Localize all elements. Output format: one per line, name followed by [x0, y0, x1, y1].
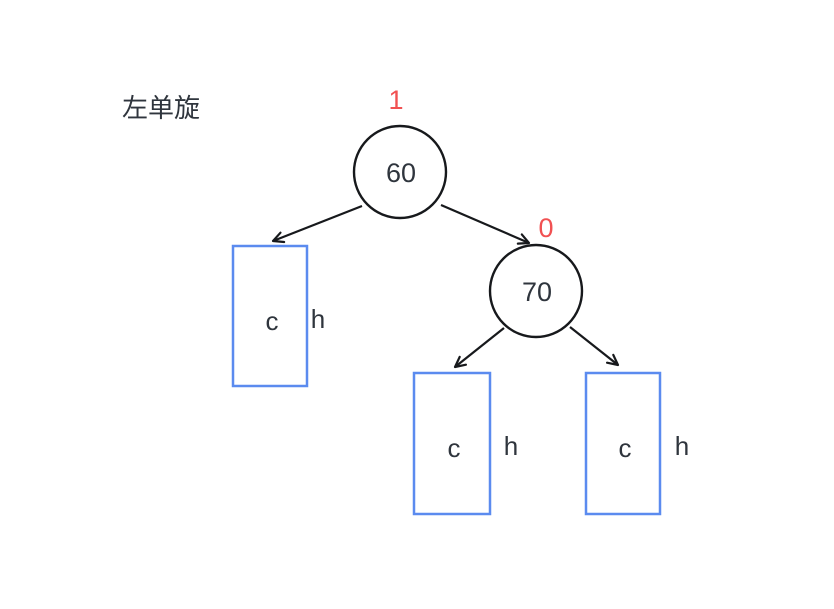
subtree-box-left-of-70: [412, 371, 492, 516]
edge-60-to-left-subtree: [271, 204, 363, 244]
subtree-right-of-70-height-label: h: [675, 431, 689, 461]
edge-70-to-left-subtree: [453, 327, 505, 369]
edge-60-to-70: [440, 203, 531, 245]
edge-70-to-right-subtree: [569, 326, 620, 367]
subtree-box-left-of-60: [231, 244, 309, 388]
diagram-title: 左单旋: [122, 93, 200, 123]
subtree-left-of-70-height-label: h: [504, 431, 518, 461]
subtree-box-right-of-70: [584, 371, 662, 516]
node-70-balance-factor: 0: [538, 213, 553, 243]
subtree-right-of-70-child-label: c: [619, 433, 632, 463]
node-60-value: 60: [386, 158, 416, 188]
node-70-value: 70: [522, 277, 552, 307]
subtree-left-of-60-height-label: h: [311, 304, 325, 334]
tree-node-70: [488, 243, 584, 339]
subtree-left-of-70-child-label: c: [448, 433, 461, 463]
subtree-left-of-60-child-label: c: [266, 306, 279, 336]
node-60-balance-factor: 1: [388, 85, 403, 115]
tree-node-60: [352, 124, 448, 220]
